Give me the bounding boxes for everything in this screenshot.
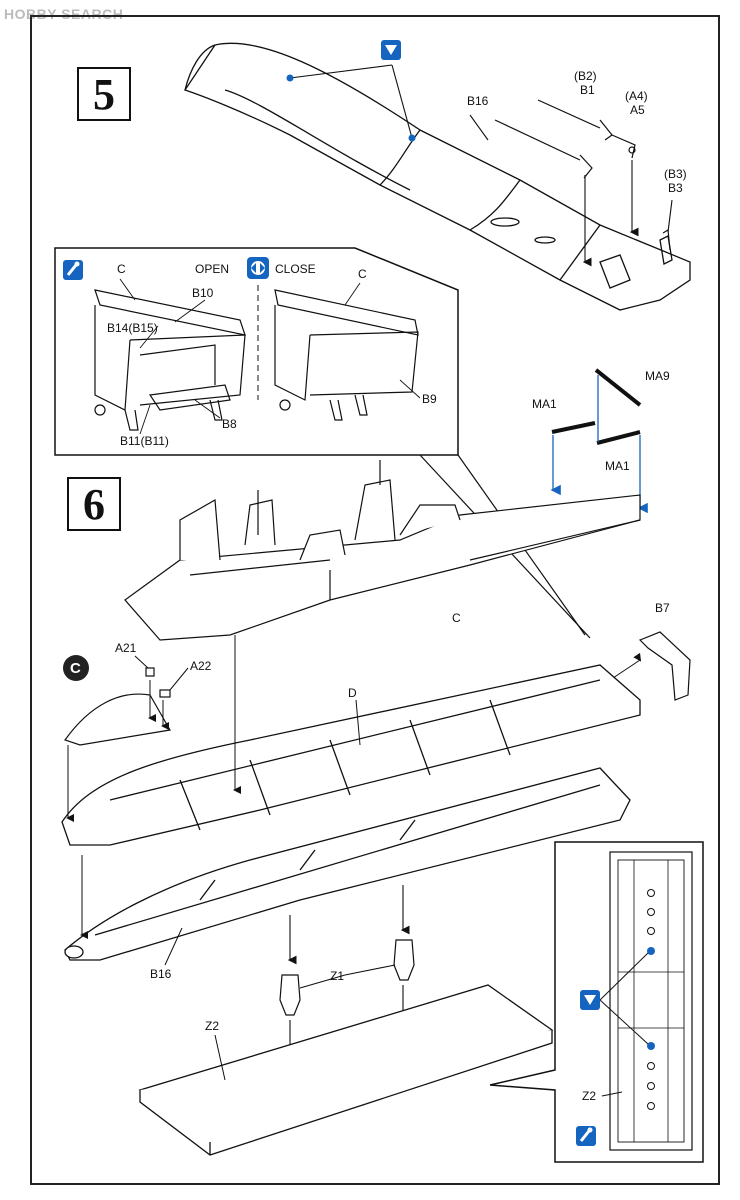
step-5-number: 5 [77, 67, 131, 121]
step-6-number: 6 [67, 477, 121, 531]
label-b16-top: B16 [467, 94, 489, 108]
label-d: D [348, 686, 357, 700]
watermark: HOBBY SEARCH [4, 6, 124, 22]
c-marker-icon [63, 655, 89, 681]
label-a5: A5 [630, 103, 645, 117]
drill-point [408, 134, 416, 142]
label-z1: Z1 [330, 969, 344, 983]
instruction-frame [30, 15, 720, 1185]
label-b10: B10 [192, 286, 214, 300]
label-a4: (A4) [625, 89, 648, 103]
label-b9: B9 [422, 392, 437, 406]
inset-panel-top [54, 247, 591, 639]
label-b1: B1 [580, 83, 595, 97]
label-b16-bottom: B16 [150, 967, 172, 981]
superstructure-part-c [124, 460, 641, 641]
stand-pedestals-z1 [279, 939, 415, 1016]
label-ma1-left: MA1 [532, 397, 557, 411]
display-base-z2 [138, 984, 554, 1156]
label-b8: B8 [222, 417, 237, 431]
step6-mast-parts [551, 368, 642, 445]
part-b7 [638, 631, 691, 701]
label-c-right: C [358, 267, 367, 281]
label-c-hull: C [452, 611, 461, 625]
c-marker-text: C [70, 660, 81, 677]
label-open: OPEN [195, 262, 229, 276]
glue-icon [63, 260, 83, 280]
label-b3: B3 [668, 181, 683, 195]
label-a21: A21 [115, 641, 137, 655]
drill-icon [381, 40, 401, 60]
label-b14: B14(B15) [107, 321, 158, 335]
label-b7: B7 [655, 601, 670, 615]
label-close: CLOSE [275, 262, 316, 276]
label-b3-paren: (B3) [664, 167, 687, 181]
step5-arrows [289, 64, 673, 267]
label-a22: A22 [190, 659, 212, 673]
label-c-left: C [117, 262, 126, 276]
drill-point [286, 74, 294, 82]
label-b2: (B2) [574, 69, 597, 83]
glue-icon-bottom [576, 1126, 596, 1146]
open-close-icon [247, 257, 269, 279]
bow-deck-part [64, 667, 171, 746]
hull-part-d [61, 664, 641, 846]
label-z2-inset: Z2 [582, 1089, 596, 1103]
label-b11: B11(B11) [120, 434, 169, 448]
drill-icon-bottom [580, 990, 600, 1010]
step5-deck-part [183, 42, 691, 311]
label-ma9: MA9 [645, 369, 670, 383]
label-ma1-right: MA1 [605, 459, 630, 473]
label-z2: Z2 [205, 1019, 219, 1033]
lower-hull-b16 [64, 767, 631, 961]
